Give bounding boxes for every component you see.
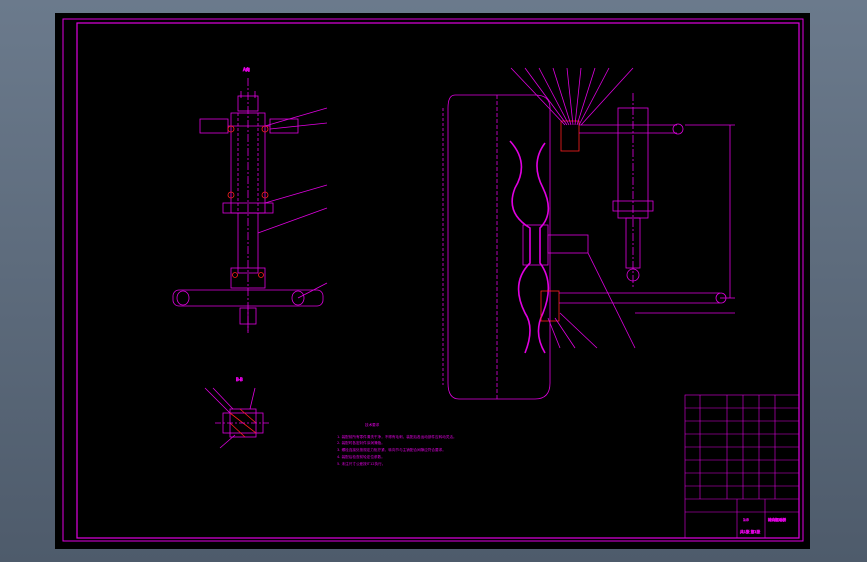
note-line-4: 4. 装配后检查前轮定位参数。 [337, 454, 385, 459]
title-drawing-name: 转向驱动桥 [768, 517, 786, 522]
view-a: A向 [172, 66, 328, 333]
title-scale: 1:5 [743, 518, 749, 522]
view-a-label: A向 [243, 66, 250, 72]
title-sheet: 共1张 第1张 [740, 529, 760, 534]
notes-title: 技术要求 [365, 422, 380, 427]
main-view [442, 67, 735, 400]
note-line-3: 3. 螺栓连接处按规定力矩拧紧，转向节与主销配合间隙应符合要求。 [337, 447, 446, 452]
cad-drawing: A向 [62, 18, 804, 542]
outer-frame [62, 18, 804, 542]
inner-frame [76, 22, 800, 539]
note-line-2: 2. 装配时各密封件涂润滑脂。 [337, 440, 385, 445]
technical-notes: 技术要求 1. 装配前所有零件清洗干净，不得有毛刺，装配后各运动部件应转动灵活。… [337, 422, 457, 466]
note-line-1: 1. 装配前所有零件清洗干净，不得有毛刺，装配后各运动部件应转动灵活。 [337, 434, 457, 439]
cad-viewport[interactable]: A向 [55, 13, 810, 549]
note-line-5: 5. 未注尺寸公差按IT12执行。 [337, 461, 385, 466]
title-block: 转向驱动桥 1:5 共1张 第1张 [684, 394, 800, 539]
section-bb: B-B [204, 377, 270, 449]
section-bb-label: B-B [236, 377, 243, 382]
